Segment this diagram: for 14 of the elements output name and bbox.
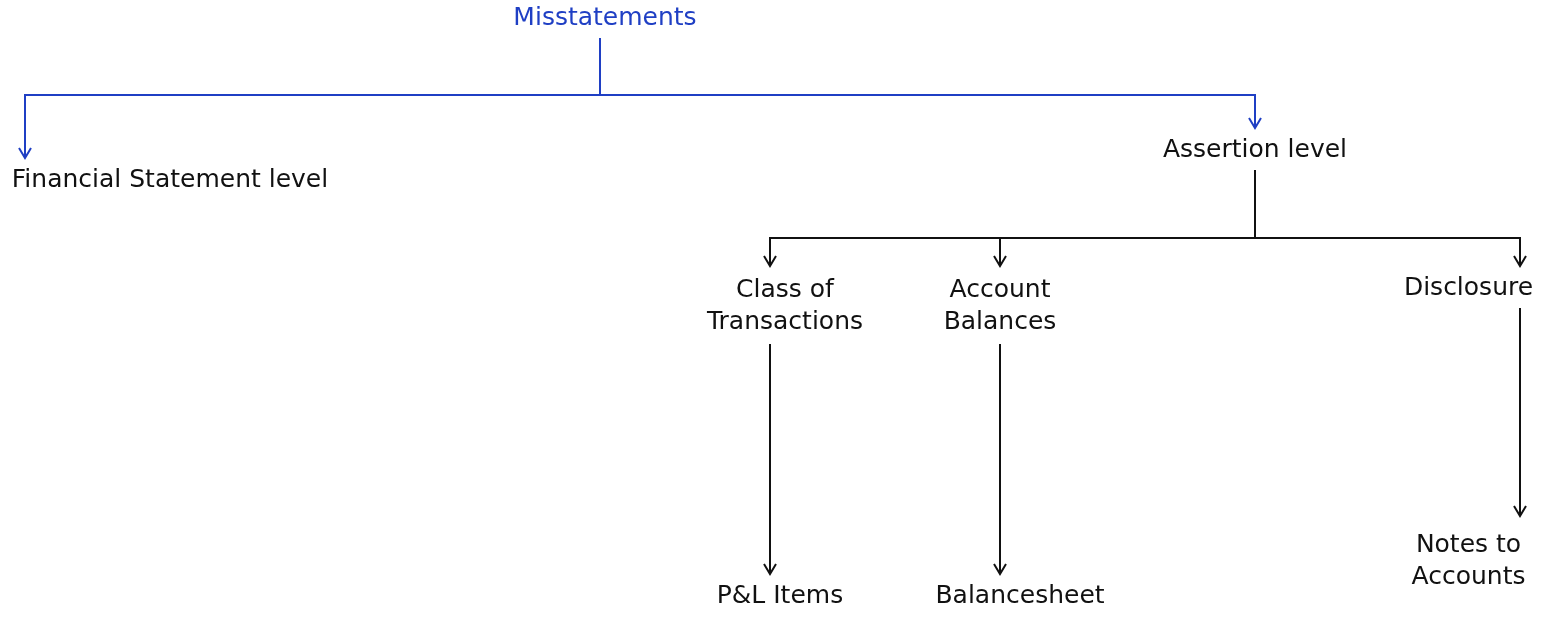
arrow: [993, 343, 1007, 575]
node-label: Misstatements: [513, 1, 697, 33]
node-label: P&L Items: [716, 579, 844, 611]
arrow: [763, 343, 777, 575]
node-label: Class of Transactions: [705, 273, 864, 337]
node-label: Notes to Accounts: [1410, 528, 1527, 592]
node-label: Disclosure: [1403, 271, 1534, 303]
node-label: Assertion level: [1162, 133, 1348, 165]
node-label: Balancesheet: [935, 579, 1105, 611]
arrow: [599, 37, 1262, 129]
arrow: [1254, 169, 1527, 267]
arrow: [1513, 307, 1527, 517]
node-label: Account Balances: [942, 273, 1058, 337]
node-label: Financial Statement level: [11, 163, 329, 195]
